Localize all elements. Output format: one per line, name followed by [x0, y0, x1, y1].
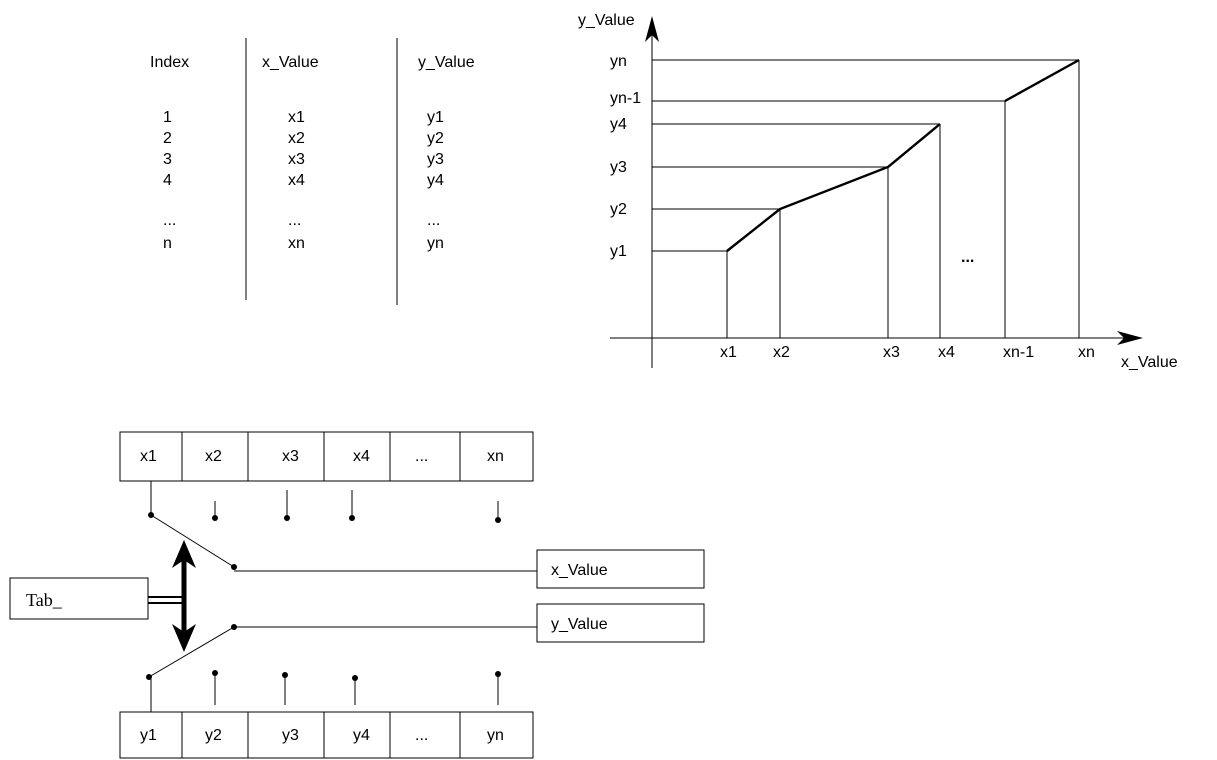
- x-output-label: x_Value: [551, 562, 608, 579]
- x-array-frame: [119, 431, 534, 482]
- x-array-cell: x2: [205, 448, 222, 465]
- curve-segment-2: [1004, 58, 1080, 103]
- y-tick-label: y3: [610, 159, 627, 176]
- tab-selector-label: Tab_: [26, 590, 63, 610]
- table-cell: n: [163, 235, 172, 252]
- y-array-cell: y2: [205, 727, 222, 744]
- y-axis-label: y_Value: [578, 12, 635, 29]
- x-array-cell: ...: [415, 448, 428, 465]
- y-array: y1 y2 y3 y4 ... yn: [119, 711, 534, 759]
- down-arrow-icon: [172, 624, 196, 652]
- value-table: Index x_Value y_Value 1 x1 y1 2 x2 y2 3 …: [150, 38, 475, 305]
- table-cell: ...: [163, 212, 176, 229]
- y-tick-label: y1: [610, 243, 627, 260]
- x-array-cell: x3: [282, 448, 299, 465]
- curve-segment-1: [726, 123, 941, 252]
- y-tick-label: y4: [610, 116, 627, 133]
- table-cell: yn: [427, 235, 444, 252]
- table-cell: y4: [427, 172, 444, 189]
- x-taps: [148, 481, 501, 523]
- table-cell: ...: [288, 212, 301, 229]
- y-tick-label: yn-1: [610, 90, 641, 107]
- x-switch-pivot: [231, 564, 237, 570]
- y-array-frame: [119, 711, 534, 759]
- x-array-cell: x4: [353, 448, 370, 465]
- table-cell: 2: [163, 130, 172, 147]
- x-array: x1 x2 x3 x4 ... xn: [119, 431, 534, 482]
- y-array-cell: ...: [415, 727, 428, 744]
- y-tick-label: yn: [610, 53, 627, 70]
- switch-diagram: x1 x2 x3 x4 ... xn x_Value y_Value Tab_: [9, 431, 705, 759]
- x-switch-arm: [150, 514, 235, 568]
- x-axis-label: x_Value: [1121, 354, 1178, 371]
- up-arrow-icon: [172, 540, 196, 568]
- table-cell: 4: [163, 172, 172, 189]
- x-tick-label: x4: [938, 344, 955, 361]
- x-array-cell: xn: [487, 448, 504, 465]
- x-tick-label: x2: [773, 344, 790, 361]
- table-header-index: Index: [150, 54, 189, 71]
- y-output-label: y_Value: [551, 616, 608, 633]
- x-tick-label: x1: [720, 344, 737, 361]
- table-cell: 3: [163, 151, 172, 168]
- x-axis-arrow-icon: [1117, 331, 1143, 345]
- x-tick-label: x3: [883, 344, 900, 361]
- tab-selector-box: [9, 577, 149, 620]
- table-cell: ...: [427, 212, 440, 229]
- table-cell: x3: [288, 151, 305, 168]
- table-cell: 1: [163, 109, 172, 126]
- graph-ellipsis: ...: [961, 249, 974, 266]
- y-array-cell: y4: [353, 727, 370, 744]
- y-array-cell: yn: [487, 727, 504, 744]
- y-array-cell: y1: [140, 727, 157, 744]
- table-cell: x2: [288, 130, 305, 147]
- y-output-box: [536, 603, 705, 643]
- y-axis-arrow-icon: [645, 16, 659, 42]
- interpolation-graph: y_Value x_Value y1 y2 y3 y4 yn-1 yn x1 x…: [578, 12, 1178, 371]
- table-cell: y2: [427, 130, 444, 147]
- table-cell: x4: [288, 172, 305, 189]
- table-header-y-value: y_Value: [418, 54, 475, 71]
- x-output-box: [536, 549, 705, 589]
- table-cell: x1: [288, 109, 305, 126]
- x-array-cell: x1: [140, 448, 157, 465]
- x-tick-label: xn-1: [1003, 344, 1034, 361]
- y-array-cell: y3: [282, 727, 299, 744]
- table-cell: y1: [427, 109, 444, 126]
- y-taps: [146, 670, 501, 712]
- table-cell: y3: [427, 151, 444, 168]
- y-tick-label: y2: [610, 201, 627, 218]
- x-tick-label: xn: [1078, 344, 1095, 361]
- table-cell: xn: [288, 235, 305, 252]
- table-header-x-value: x_Value: [262, 54, 319, 71]
- y-switch-arm: [148, 626, 235, 678]
